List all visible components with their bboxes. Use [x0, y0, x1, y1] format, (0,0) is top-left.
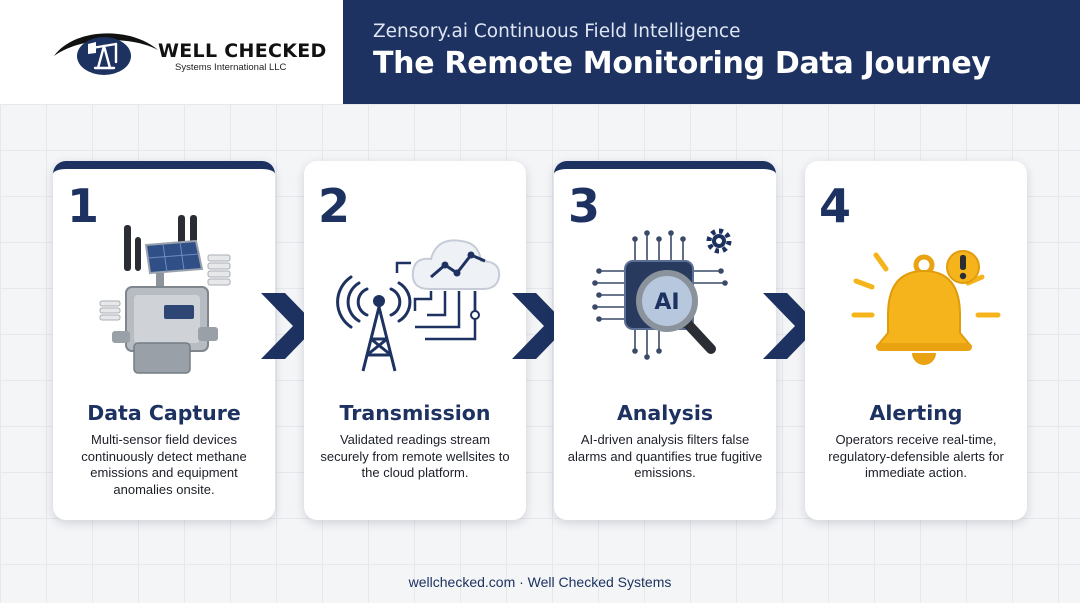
- step-title: Analysis: [616, 401, 714, 425]
- brand-tagline: Systems International LLC: [175, 62, 287, 73]
- page-title: The Remote Monitoring Data Journey: [373, 46, 991, 81]
- step-description: Operators receive real-time, regulatory-…: [828, 432, 1004, 480]
- logo-panel: WELL CHECKED Systems International LLC: [0, 0, 343, 104]
- alert-bell-icon: [851, 250, 1001, 365]
- step-card-data-capture: 1 Data Capture Multi-senso: [53, 161, 275, 520]
- step-title: Alerting: [869, 401, 963, 425]
- step-card-alerting: 4 Alerting Operators receive real-time, …: [805, 161, 1027, 520]
- step-number: 3: [568, 179, 601, 233]
- well-checked-logo-icon: [54, 33, 158, 75]
- step-title: Data Capture: [87, 401, 241, 425]
- step-description: Multi-sensor field devices continuously …: [81, 432, 247, 497]
- header-banner: Zensory.ai Continuous Field Intelligence…: [343, 0, 1080, 104]
- step-description: Validated readings stream securely from …: [320, 432, 510, 480]
- svg-text:AI: AI: [654, 290, 679, 315]
- header-subtitle: Zensory.ai Continuous Field Intelligence: [373, 21, 741, 42]
- step-description: AI-driven analysis filters false alarms …: [567, 432, 763, 480]
- radio-tower-cloud-icon: [336, 239, 501, 372]
- step-card-transmission: 2 Tra: [304, 161, 526, 520]
- step-number: 4: [819, 179, 852, 233]
- ai-chip-magnifier-icon: AI: [592, 228, 732, 360]
- step-number: 2: [318, 179, 351, 233]
- brand-name: WELL CHECKED: [158, 40, 327, 62]
- footer-text: wellchecked.com · Well Checked Systems: [408, 574, 672, 590]
- field-sensor-device-icon: [99, 215, 231, 374]
- step-title: Transmission: [339, 401, 491, 425]
- step-number: 1: [67, 179, 100, 233]
- step-card-analysis: 3 AI Analysis AI-driven analysis filters…: [554, 161, 776, 520]
